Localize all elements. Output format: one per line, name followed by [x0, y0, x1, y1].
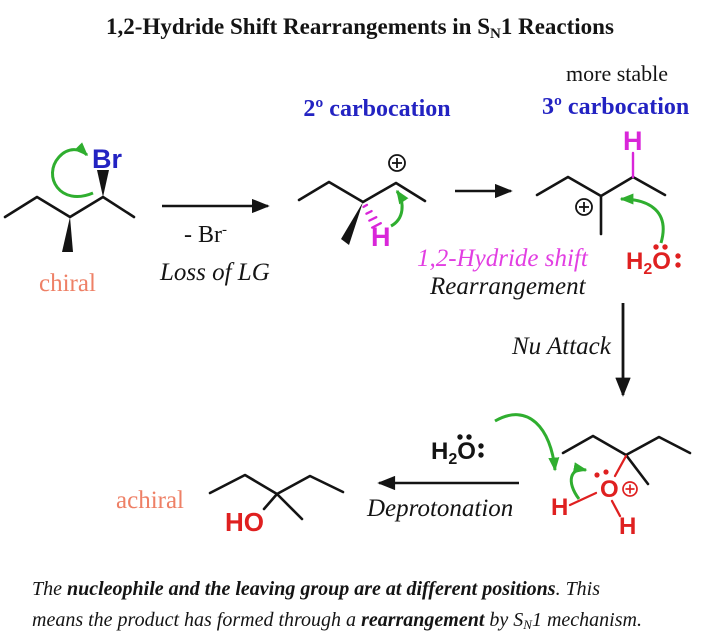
lone-pair-dots-oxonium [594, 469, 609, 478]
tertiary-carbocation-label: 3º carbocation [542, 94, 689, 120]
product-methyl-bond [275, 492, 304, 521]
curved-arrow-nu-attack [619, 193, 665, 244]
oxonium-o-label: O [600, 476, 619, 503]
tertiary-carbocation-structure: more stable 3º carbocation H H2O [535, 61, 689, 278]
reactant-skeleton-bond [3, 195, 136, 219]
wedge-bond-to-br [97, 170, 109, 197]
caption-bold: nucleophile and the leaving group are at… [67, 578, 556, 600]
title-text-2: 1 Reactions [500, 14, 614, 39]
step1-loss-of-lg: - Br- Loss of LG [159, 198, 270, 286]
hydride-shift-label: 1,2-Hydride shift [417, 245, 589, 272]
caption-line-2: means the product has formed through a r… [32, 605, 708, 640]
c-oh-bond [262, 492, 279, 511]
migrating-h-label: H [371, 222, 391, 252]
caption-subscript: N [523, 617, 532, 632]
title-text: 1,2-Hydride Shift Rearrangements in S [106, 14, 491, 39]
caption-text: The nucleophile and the leaving group ar… [32, 574, 708, 640]
step4-deprotonation: H2O Deprotonation [366, 434, 519, 522]
o-h-bond-right [610, 499, 622, 518]
page-title: 1,2-Hydride Shift Rearrangements in SN1 … [0, 14, 720, 43]
minus-br-label: - Br- [184, 222, 227, 248]
step2-rearrangement: 1,2-Hydride shift Rearrangement [417, 183, 589, 300]
shifted-h-label: H [623, 126, 643, 156]
caption-line-1: The nucleophile and the leaving group ar… [32, 574, 708, 605]
lone-pair-dots-black [457, 434, 484, 458]
reactant-structure: Br chiral [3, 142, 136, 297]
lone-pair-dots-red [653, 244, 681, 268]
o-h-bond-left [568, 491, 598, 507]
curved-arrow-hydride-shift [390, 189, 409, 228]
curved-arrow-lg-leaves [51, 142, 94, 198]
h2o-base-label: H2O [431, 438, 476, 468]
wedge-bond-methyl-2 [341, 202, 363, 245]
oxonium-h-left-label: H [551, 494, 568, 521]
loss-of-lg-label: Loss of LG [159, 259, 270, 286]
title-subscript: N [490, 26, 501, 42]
secondary-carbocation-structure: 2º carbocation H [297, 96, 451, 252]
caption-normal: . This [555, 578, 601, 600]
cation2-skeleton-bond [297, 180, 427, 204]
plus-charge-icon [575, 198, 593, 216]
c-o-bond [613, 454, 628, 478]
caption-normal: means the product has formed through a [32, 609, 362, 631]
secondary-carbocation-label: 2º carbocation [303, 96, 450, 122]
br-label: Br [92, 144, 122, 174]
product-structure: HO achiral [116, 473, 345, 537]
ho-label: HO [225, 507, 264, 537]
oxonium-h-right-label: H [619, 513, 636, 540]
chiral-label: chiral [39, 270, 96, 297]
deprotonation-label: Deprotonation [366, 495, 513, 522]
oxonium-methyl-bond [624, 453, 650, 486]
oxonium-skeleton-bond [561, 434, 692, 457]
product-skeleton-bond [208, 473, 345, 496]
caption-bold: rearrangement [361, 609, 485, 631]
wedge-bond-methyl [62, 217, 73, 252]
caption-normal: by S [484, 609, 524, 631]
oxonium-structure: O H H [494, 413, 692, 540]
curved-arrow-oh-bond-forms [569, 462, 588, 500]
plus-charge-icon [388, 154, 406, 172]
h2o-nucleophile-label: H2O [626, 248, 671, 278]
caption-normal: The [32, 578, 67, 600]
caption-normal: 1 mechanism. [531, 609, 642, 631]
curved-arrow-deprotonation [494, 413, 560, 472]
nu-attack-label: Nu Attack [511, 333, 612, 360]
hashed-bond-to-h [362, 203, 382, 229]
achiral-label: achiral [116, 487, 184, 514]
rearrangement-label: Rearrangement [429, 273, 587, 300]
more-stable-label: more stable [566, 61, 668, 86]
cation3-skeleton-bond [535, 175, 667, 198]
step3-nu-attack: Nu Attack [511, 303, 631, 397]
plus-charge-icon-red [622, 481, 638, 497]
